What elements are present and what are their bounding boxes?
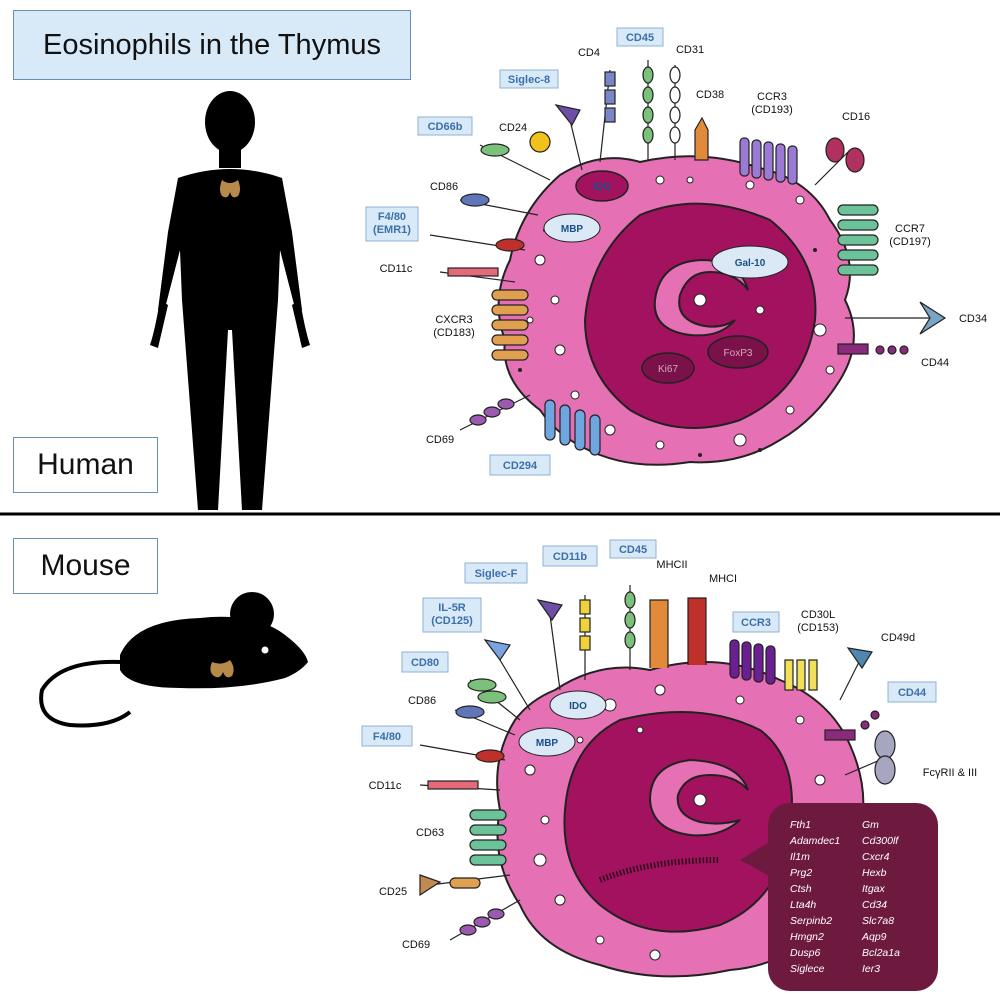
gene-item: Bcl2a1a [862, 947, 900, 959]
mouse-tag-il5r: IL-5R(CD125) [422, 597, 482, 633]
mouse-label-fcgr: FcγRII & III [923, 767, 977, 779]
svg-text:CD45: CD45 [619, 544, 647, 556]
mouse-nucleus [563, 711, 793, 933]
svg-text:CD80: CD80 [411, 657, 439, 669]
gene-box [768, 803, 938, 991]
mouse-label-cd49d: CD49d [881, 632, 915, 644]
human-label-cd31: CD31 [676, 44, 704, 56]
gene-item: Fth1 [790, 819, 811, 831]
mouse-tag-cd45: CD45 [609, 539, 657, 559]
human-internal-mbp: MBP [561, 224, 584, 235]
mouse-silhouette [39, 592, 308, 728]
figure-title: Eosinophils in the Thymus [13, 10, 411, 80]
mouse-internal-mbp: MBP [536, 738, 559, 749]
svg-text:CD66b: CD66b [428, 121, 463, 133]
human-label-cd16: CD16 [842, 111, 870, 123]
gene-list-left: Fth1Adamdec1Il1mPrg2CtshLta4hSerpinb2Hmg… [789, 819, 840, 975]
human-internal-gal10: Gal-10 [735, 258, 766, 269]
mouse-eosinophil: IDO MBP [361, 539, 977, 991]
svg-text:F4/80: F4/80 [373, 731, 401, 743]
svg-text:CD11b: CD11b [553, 551, 588, 563]
mouse-tag-cd11b: CD11b [542, 545, 598, 567]
gene-item: Cd300lf [862, 835, 899, 847]
svg-text:Siglec-F: Siglec-F [475, 568, 518, 580]
mouse-label: Mouse [13, 538, 158, 594]
human-label-cd69: CD69 [426, 434, 454, 446]
human-tag-cd45: CD45 [616, 27, 664, 47]
gene-item: Slc7a8 [862, 915, 894, 927]
human-label: Human [13, 437, 158, 493]
gene-item: Aqp9 [861, 931, 887, 943]
human-tag-cd294: CD294 [489, 454, 551, 476]
mouse-label-cd25: CD25 [379, 886, 407, 898]
gene-item: Gm [862, 819, 879, 831]
human-label-cd86: CD86 [430, 181, 458, 193]
gene-item: Hexb [862, 867, 887, 879]
gene-item: Dusp6 [790, 947, 821, 959]
gene-item: Lta4h [790, 899, 816, 911]
gene-item: Prg2 [790, 867, 812, 879]
gene-list-right: GmCd300lfCxcr4HexbItgaxCd34Slc7a8Aqp9Bcl… [861, 819, 900, 975]
gene-item: Adamdec1 [789, 835, 840, 847]
mouse-label-cd86: CD86 [408, 695, 436, 707]
gene-item: Cd34 [862, 899, 887, 911]
human-internal-ido: IDO [593, 182, 611, 193]
human-tag-f480-emr1: F4/80(EMR1) [365, 206, 419, 242]
human-tag-cd66b: CD66b [417, 116, 473, 136]
svg-text:CD44: CD44 [898, 687, 927, 699]
mouse-tag-ccr3: CCR3 [732, 611, 780, 633]
mouse-label-mhci: MHCI [709, 573, 737, 585]
svg-text:F4/80(EMR1): F4/80(EMR1) [373, 211, 411, 236]
mouse-tag-cd80: CD80 [401, 651, 449, 673]
gene-item: Serpinb2 [790, 915, 832, 927]
svg-text:Siglec-8: Siglec-8 [508, 74, 550, 86]
mouse-label-cd30l: CD30L(CD153) [797, 609, 839, 634]
mouse-chromatin-strand [598, 857, 721, 883]
human-label-cd44: CD44 [921, 357, 949, 369]
gene-item: Cxcr4 [862, 851, 890, 863]
svg-text:CCR3: CCR3 [741, 617, 771, 629]
human-label-cd38: CD38 [696, 89, 724, 101]
human-label-cxcr3: CXCR3(CD183) [433, 314, 475, 339]
svg-text:CD45: CD45 [626, 32, 654, 44]
human-label-cd11c: CD11c [380, 263, 413, 275]
human-tag-siglec8: Siglec-8 [499, 69, 559, 89]
gene-item: Il1m [790, 851, 810, 863]
mouse-label-cd11c: CD11c [369, 780, 402, 792]
svg-text:IL-5R(CD125): IL-5R(CD125) [431, 602, 473, 627]
gene-item: Itgax [862, 883, 886, 895]
human-label-cd4: CD4 [578, 47, 600, 59]
human-silhouette [150, 91, 310, 510]
mouse-tag-siglecf: Siglec-F [464, 562, 528, 584]
human-thymus [220, 180, 240, 198]
mouse-tag-cd44: CD44 [887, 681, 937, 703]
gene-box-pointer [740, 840, 773, 878]
mouse-tag-f480: F4/80 [361, 725, 413, 747]
mouse-label-mhcii: MHCII [656, 559, 687, 571]
human-internal-foxp3: FoxP3 [724, 348, 753, 359]
svg-text:CD294: CD294 [503, 460, 538, 472]
gene-item: Hmgn2 [790, 931, 824, 943]
mouse-label-cd69: CD69 [402, 939, 430, 951]
gene-item: Ier3 [862, 963, 880, 975]
human-label-cd24: CD24 [499, 122, 527, 134]
gene-item: Siglece [790, 963, 825, 975]
gene-item: Ctsh [790, 883, 812, 895]
human-label-cd34: CD34 [959, 313, 987, 325]
mouse-internal-ido: IDO [569, 701, 587, 712]
human-label-ccr3: CCR3(CD193) [751, 91, 793, 116]
human-internal-ki67: Ki67 [658, 364, 678, 375]
mouse-label-cd63: CD63 [416, 827, 444, 839]
human-eosinophil: IDO MBP Gal-10 Ki67 FoxP3 [365, 27, 987, 476]
mouse-thymus [210, 660, 234, 678]
human-label-ccr7: CCR7(CD197) [889, 223, 931, 248]
